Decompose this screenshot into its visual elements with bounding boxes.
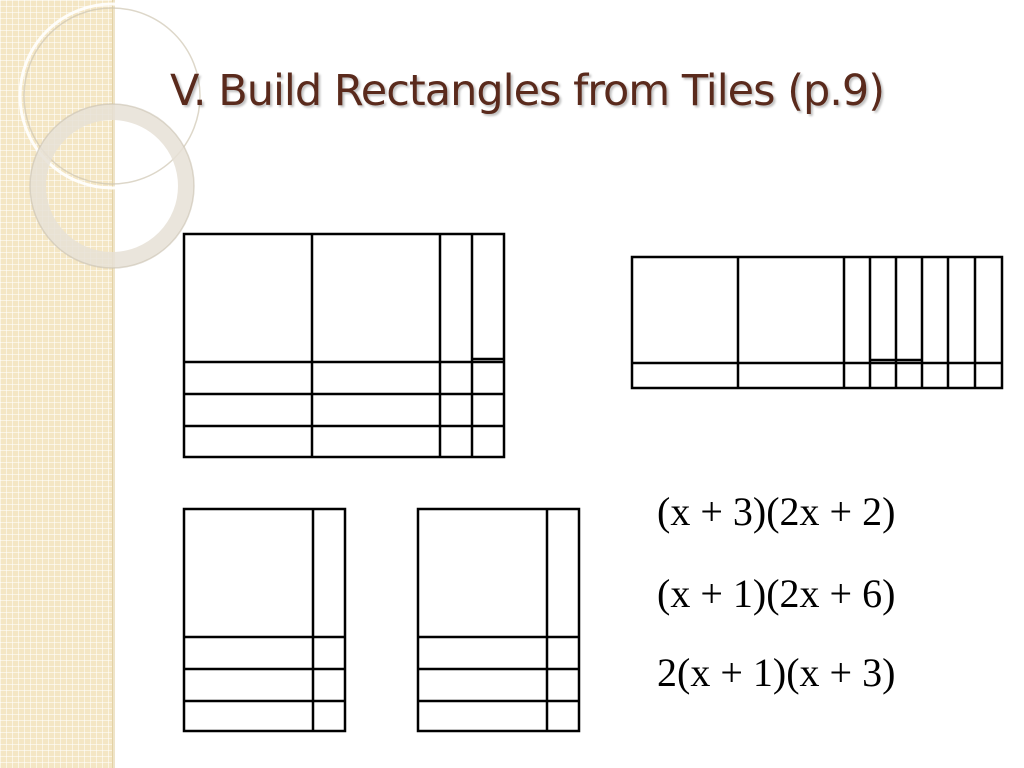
expression-3: 2(x + 1)(x + 3) [657, 650, 896, 695]
tile-rectangle-3 [182, 507, 347, 733]
decorative-rings [18, 2, 206, 269]
expression-2: (x + 1)(2x + 6) [657, 571, 896, 616]
tile-rectangle-4 [416, 507, 581, 733]
tile-rectangle-2 [630, 255, 1004, 390]
expression-1: (x + 3)(2x + 2) [657, 489, 896, 534]
slide-title: V. Build Rectangles from Tiles (p.9) [170, 66, 885, 116]
